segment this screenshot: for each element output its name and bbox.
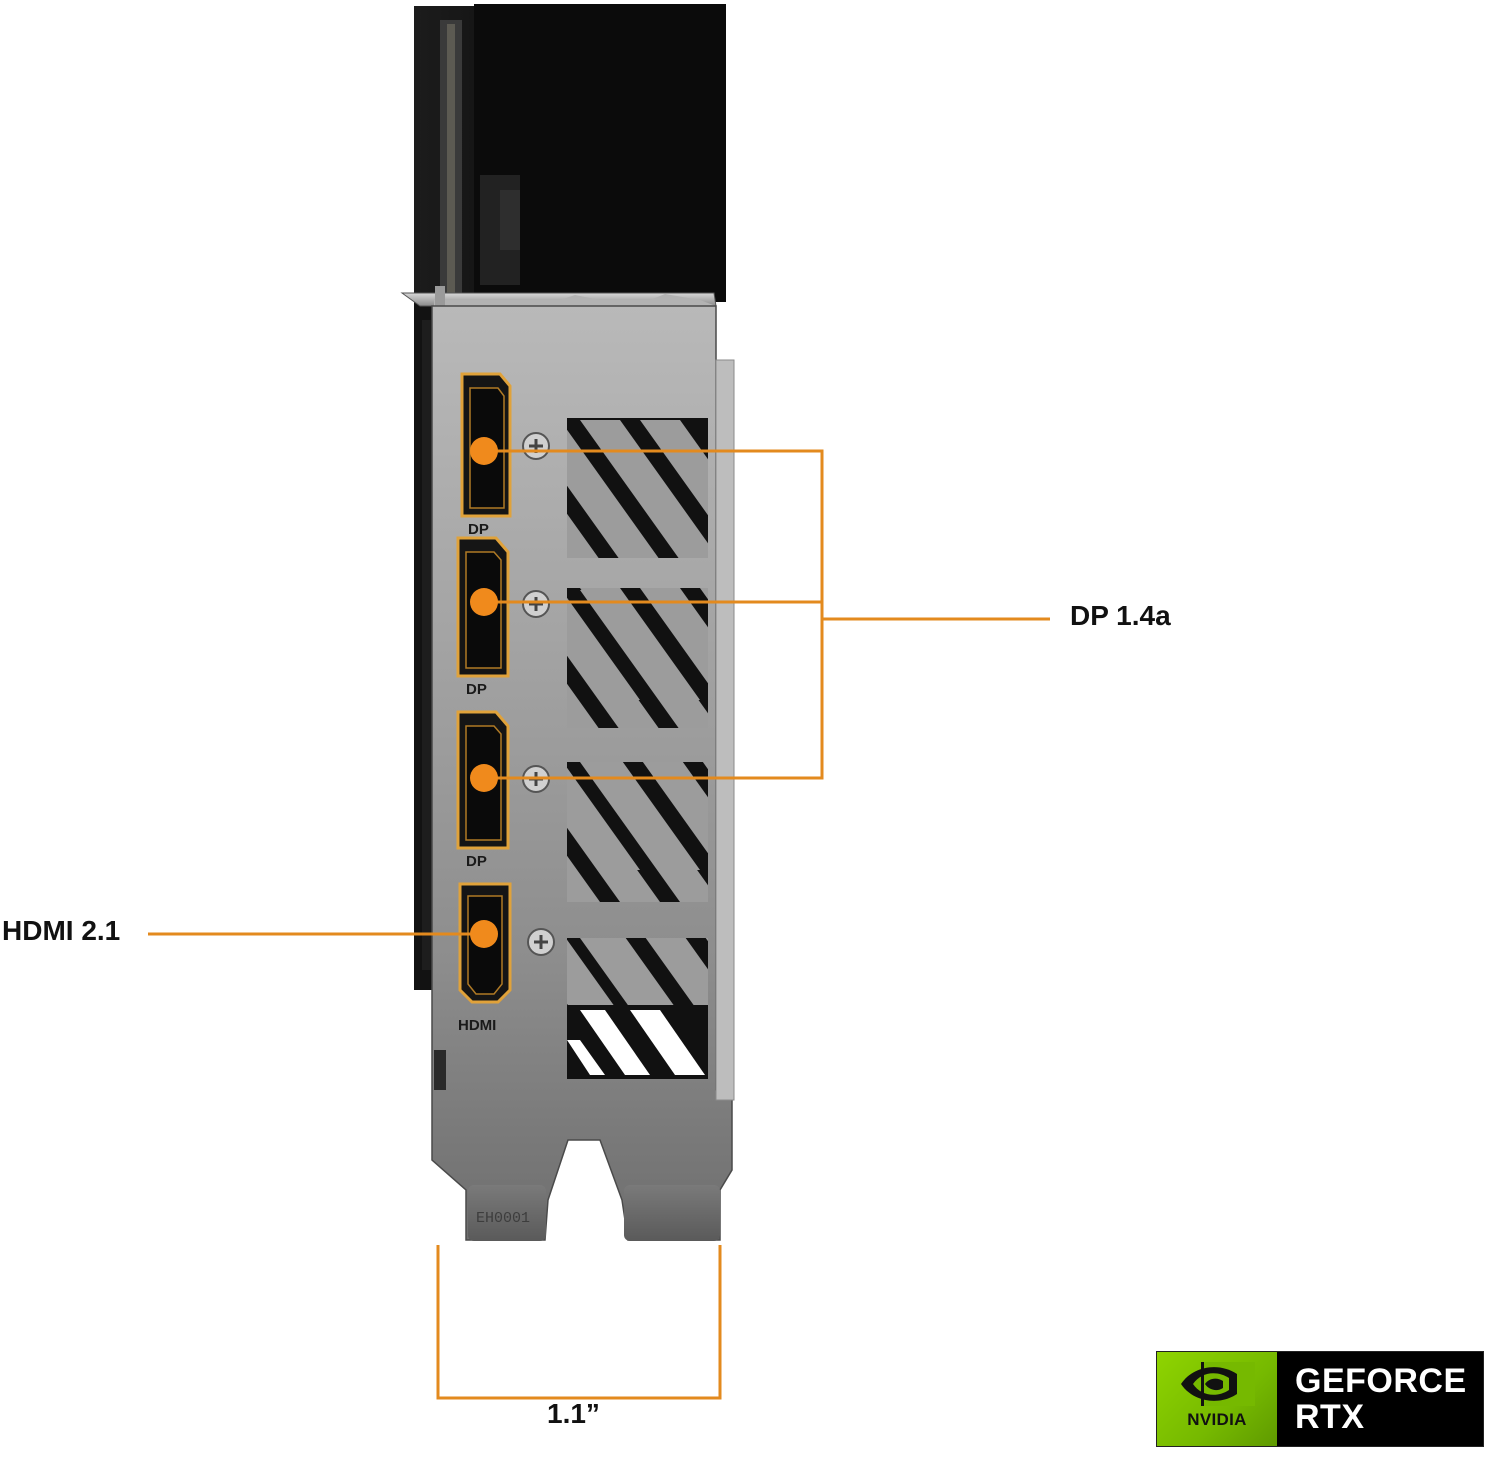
geforce-rtx-wordmark: GEFORCE RTX — [1277, 1352, 1483, 1446]
gpu-shroud — [414, 4, 726, 990]
bracket-width-label: 1.1” — [547, 1398, 600, 1429]
screw-icon — [522, 590, 550, 618]
port-marker-dot — [470, 764, 498, 792]
callout-lines — [148, 449, 1050, 1400]
screw-icon — [527, 928, 555, 956]
nvidia-wordmark: NVIDIA — [1187, 1410, 1247, 1429]
bracket-tab-right — [624, 1185, 720, 1241]
callout-dots — [470, 437, 498, 948]
port-marking: DP — [466, 681, 487, 698]
port-marker-dot — [470, 588, 498, 616]
nvidia-logo: NVIDIA — [1157, 1352, 1277, 1446]
bracket-tab-left — [468, 1185, 546, 1241]
port-marking: DP — [466, 853, 487, 870]
geforce-rtx-badge: NVIDIA GEFORCE RTX — [1156, 1351, 1484, 1447]
badge-line-rtx: RTX — [1295, 1398, 1365, 1436]
dp-callout-line-1 — [484, 449, 824, 780]
badge-line-geforce: GEFORCE — [1295, 1362, 1467, 1400]
dp-callout-label: DP 1.4a — [1070, 600, 1171, 631]
port-marker-dot — [470, 920, 498, 948]
port-marking: HDMI — [458, 1017, 496, 1034]
bracket-top-rail — [400, 286, 717, 312]
screw-icon — [522, 432, 550, 460]
nvidia-eye-icon — [1181, 1362, 1255, 1406]
port-marker-dot — [470, 437, 498, 465]
displayport-connector: DP — [456, 536, 510, 698]
port-marking: DP — [468, 521, 489, 538]
hdmi-callout-label: HDMI 2.1 — [2, 915, 121, 946]
bracket-tab-marking: EH0001 — [476, 1210, 530, 1227]
width-dimension-line — [436, 1245, 722, 1400]
